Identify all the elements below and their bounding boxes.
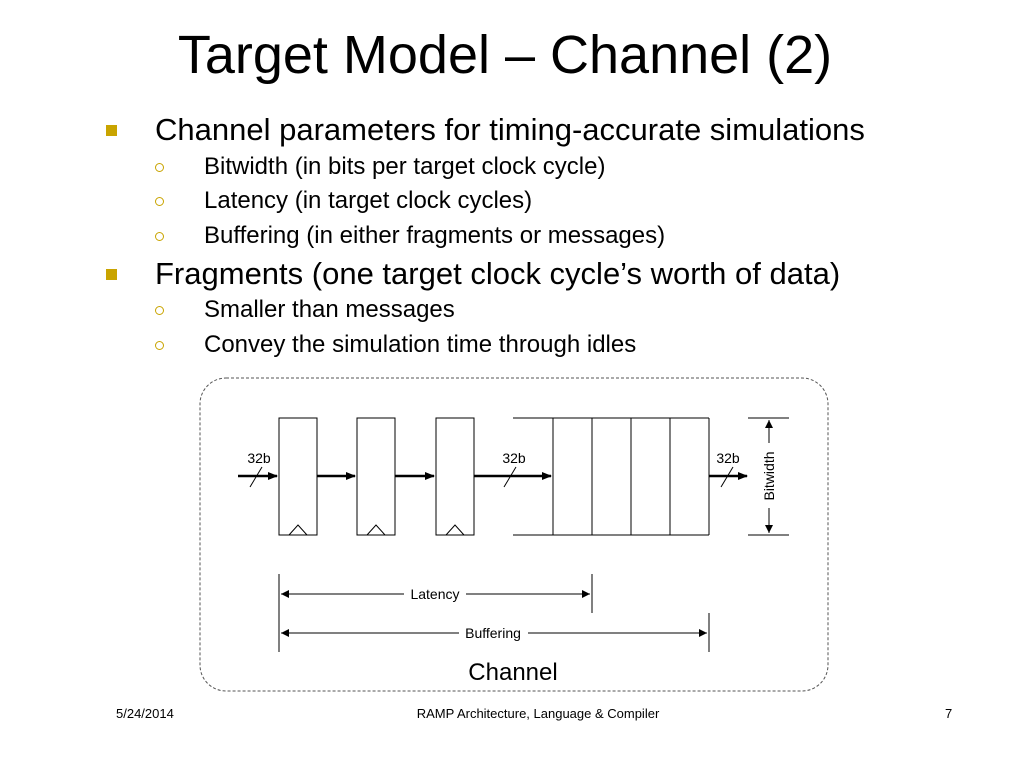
bullet-text: Channel parameters for timing-accurate s… xyxy=(155,112,865,147)
buffering-label: Buffering xyxy=(465,625,521,641)
channel-caption: Channel xyxy=(468,659,557,686)
bus-slash-icon xyxy=(720,466,734,488)
buffer-fifo xyxy=(513,417,710,536)
bullet-list: Channel parameters for timing-accurate s… xyxy=(0,0,1024,380)
clock-icon xyxy=(288,524,308,536)
clock-icon xyxy=(366,524,386,536)
square-bullet-icon xyxy=(106,125,117,136)
sub-bullet-text: Latency (in target clock cycles) xyxy=(204,187,533,214)
width-label: 32b xyxy=(716,450,740,466)
circle-bullet-icon xyxy=(155,163,164,172)
square-bullet-icon xyxy=(106,269,117,280)
bus-slash-icon xyxy=(503,466,517,488)
page-number: 7 xyxy=(945,706,953,721)
channel-frame xyxy=(199,377,829,692)
circle-bullet-icon xyxy=(155,306,164,315)
width-label: 32b xyxy=(247,450,271,466)
sub-bullet-text: Convey the simulation time through idles xyxy=(204,331,637,358)
bitwidth-label: Bitwidth xyxy=(761,451,777,500)
circle-bullet-icon xyxy=(155,341,164,350)
footer-title: RAMP Architecture, Language & Compiler xyxy=(416,706,660,721)
clock-icon xyxy=(445,524,465,536)
bullet-text: Fragments (one target clock cycle’s wort… xyxy=(155,256,841,291)
footer-date: 5/24/2014 xyxy=(116,706,174,721)
bitwidth-dimension xyxy=(748,417,789,536)
width-label: 32b xyxy=(502,450,526,466)
bus-slash-icon xyxy=(249,466,263,488)
circle-bullet-icon xyxy=(155,232,164,241)
pipeline-register xyxy=(278,417,318,536)
sub-bullet-text: Smaller than messages xyxy=(204,296,455,323)
slide-title: Target Model – Channel (2) xyxy=(177,25,833,85)
pipeline-register xyxy=(435,417,475,536)
circle-bullet-icon xyxy=(155,197,164,206)
sub-bullet-text: Bitwidth (in bits per target clock cycle… xyxy=(204,153,606,180)
latency-label: Latency xyxy=(410,586,459,602)
sub-bullet-text: Buffering (in either fragments or messag… xyxy=(204,222,666,249)
pipeline-register xyxy=(356,417,396,536)
